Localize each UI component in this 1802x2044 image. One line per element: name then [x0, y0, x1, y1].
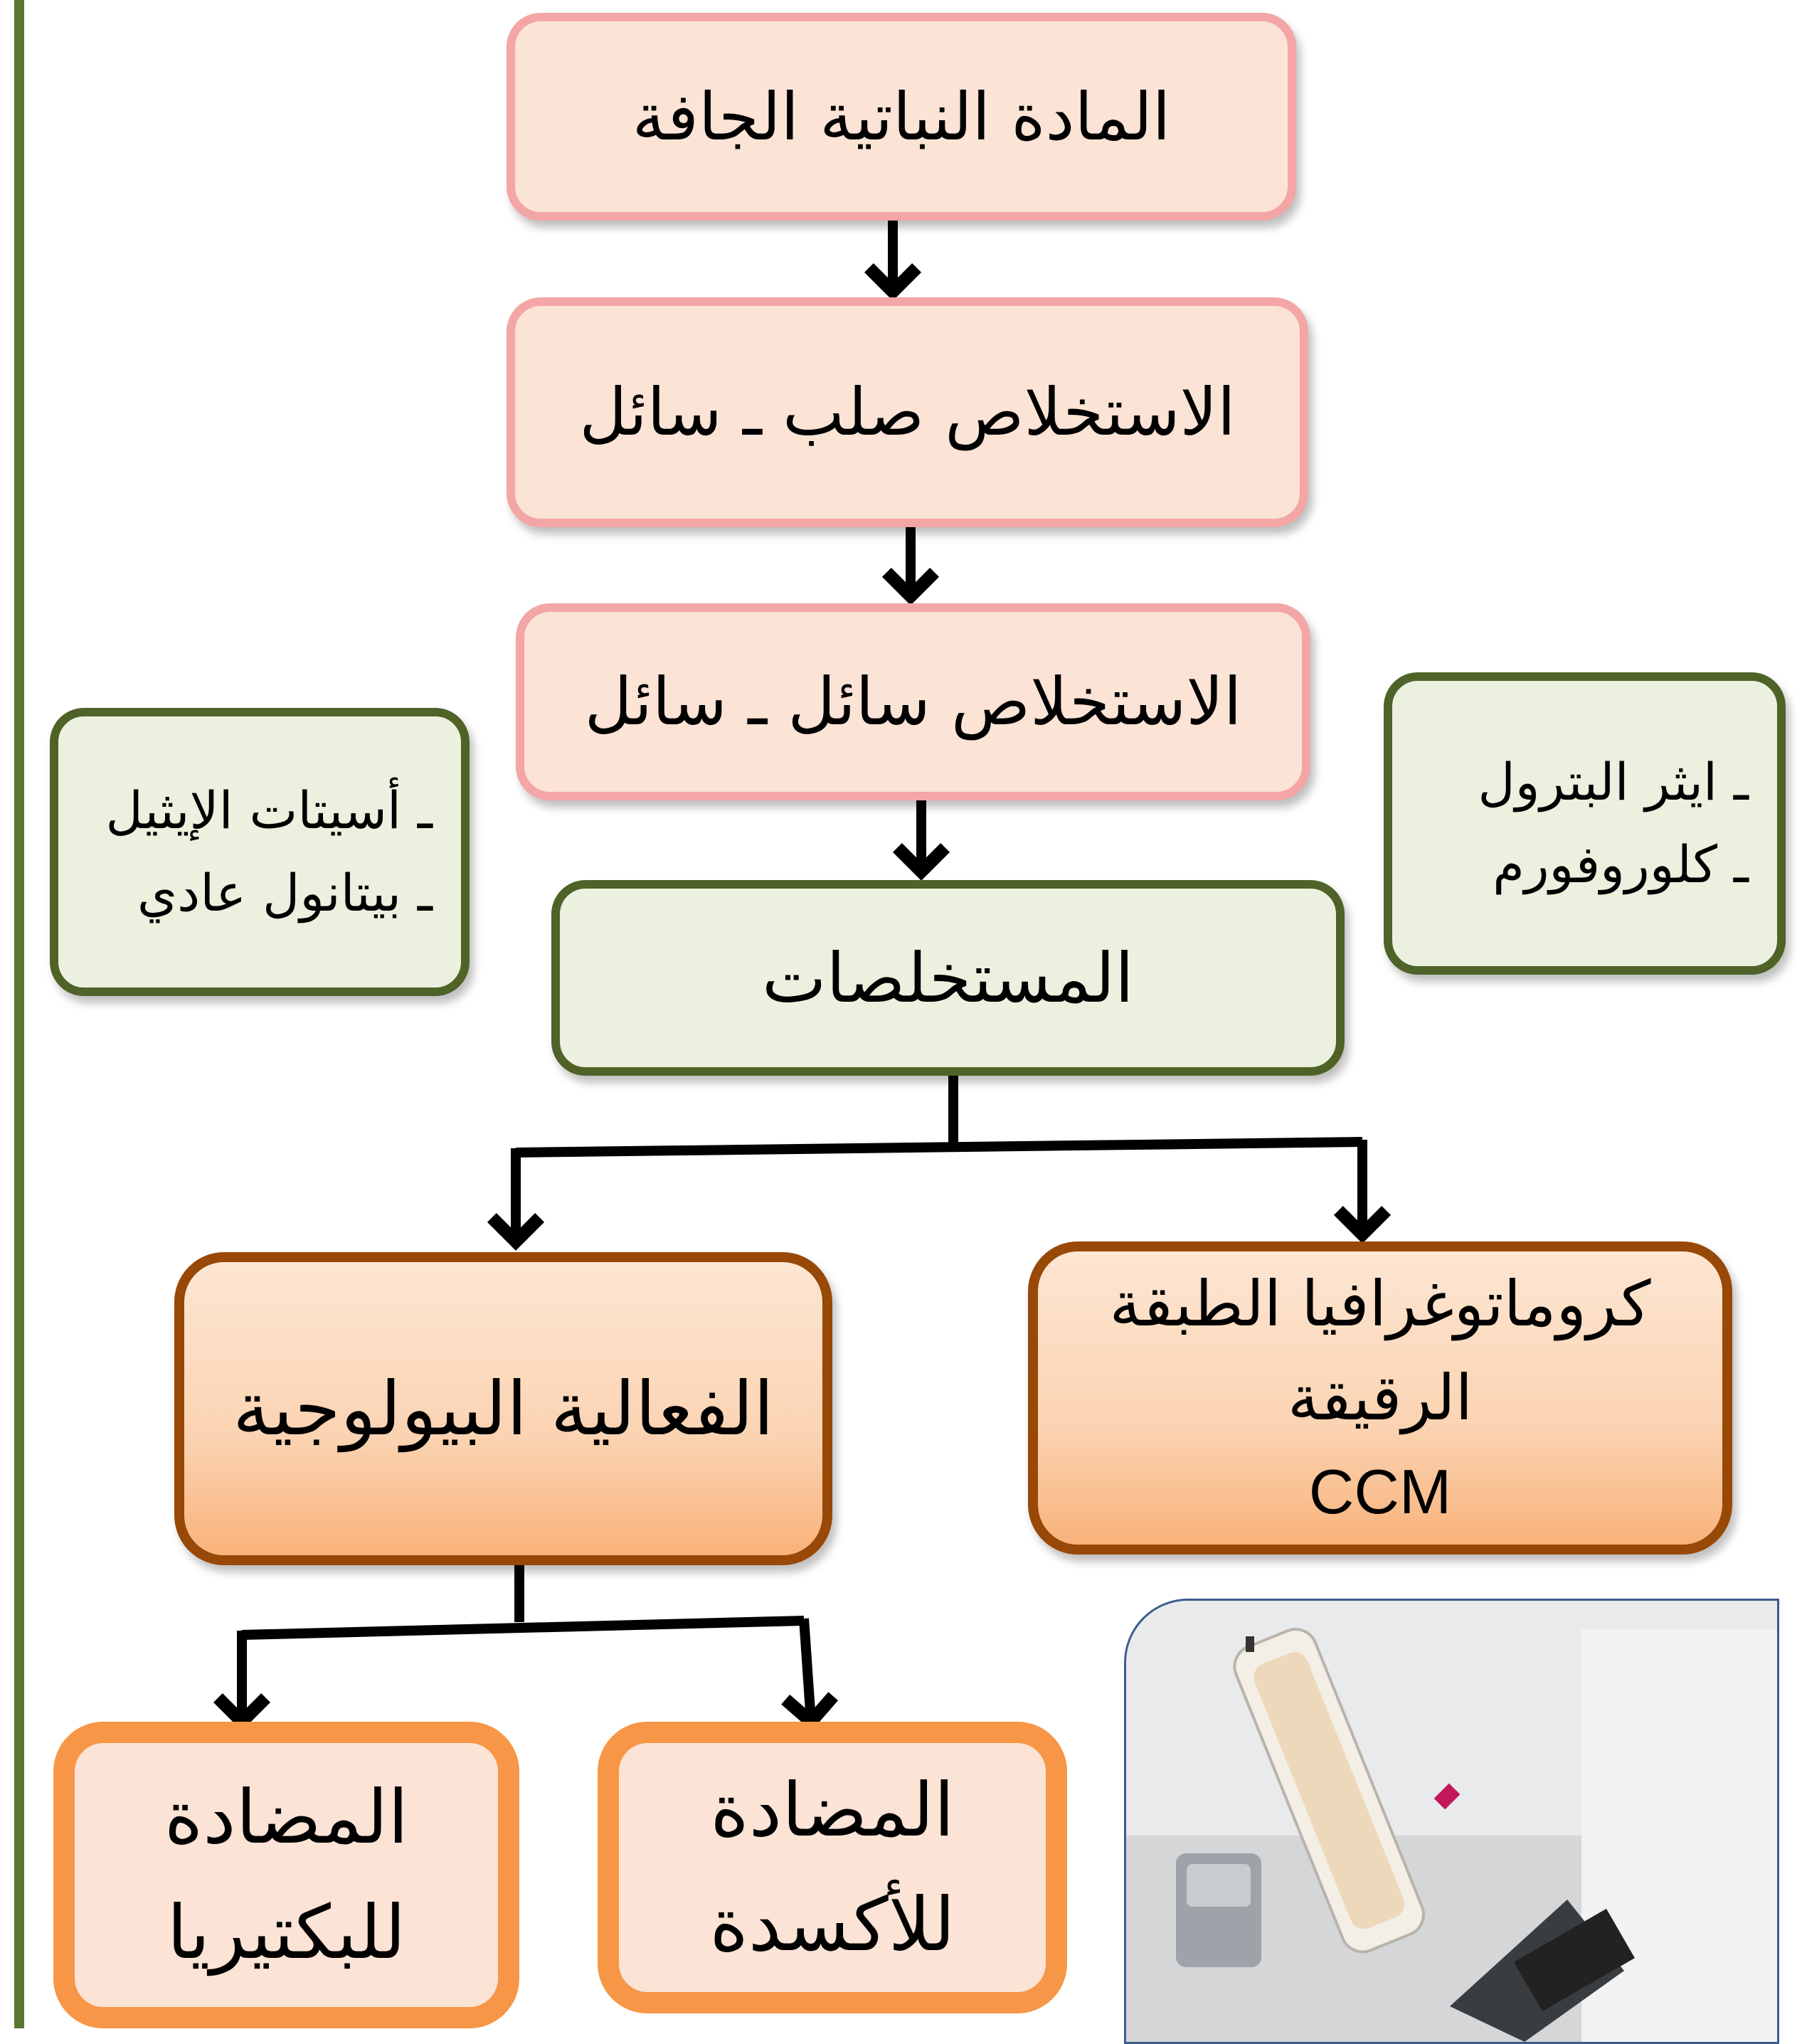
solvent-n-butanol: ـ بيتانول عادي: [137, 862, 433, 923]
solid-liquid-extraction-box: الاستخلاص صلب ـ سائل: [507, 297, 1308, 527]
solvent-ethyl-acetate: ـ أسيتات الإيثيل: [105, 780, 433, 841]
rotary-evaporator-illustration: [1126, 1601, 1777, 2042]
biological-activity-box: الفعالية البيولوجية: [174, 1252, 832, 1565]
tlc-line3: CCM: [1308, 1456, 1452, 1527]
rotary-evaporator-photo: [1124, 1599, 1779, 2044]
antibacterial-box: المضادة للبكتيريا: [53, 1722, 519, 2028]
tlc-box: كروماتوغرافيا الطبقة الرقيقة CCM: [1028, 1241, 1732, 1555]
solvents-right-box: ـ ايثر البترول ـ كلوروفورم: [1384, 672, 1786, 975]
antioxidant-line2: للأكسدة: [709, 1881, 955, 1968]
liquid-liquid-extraction-label: الاستخلاص سائل ـ سائل: [584, 664, 1242, 740]
solvent-chloroform: ـ كلوروفورم: [1493, 834, 1749, 894]
tlc-line1: كروماتوغرافيا الطبقة: [1109, 1267, 1651, 1340]
left-border-rule: [14, 0, 24, 2028]
arrow-to-antioxidant: [781, 1618, 839, 1731]
dry-plant-material-box: المادة النباتية الجافة: [507, 13, 1296, 221]
solvent-petroleum-ether: ـ ايثر البترول: [1478, 752, 1749, 812]
liquid-liquid-extraction-box: الاستخلاص سائل ـ سائل: [516, 603, 1310, 800]
connector-extracts-split: [515, 1076, 1363, 1158]
solid-liquid-extraction-label: الاستخلاص صلب ـ سائل: [579, 374, 1236, 450]
tlc-line2: الرقيقة: [1287, 1361, 1473, 1434]
extracts-box: المستخلصات: [551, 880, 1345, 1076]
extracts-label: المستخلصات: [762, 938, 1134, 1018]
antioxidant-line1: المضادة: [710, 1766, 955, 1853]
biological-activity-label: الفعالية البيولوجية: [233, 1365, 774, 1452]
solvents-left-box: ـ أسيتات الإيثيل ـ بيتانول عادي: [50, 708, 470, 996]
antioxidant-box: المضادة للأكسدة: [598, 1722, 1067, 2013]
antibacterial-line2: للبكتيريا: [166, 1888, 406, 1976]
dry-plant-material-label: المادة النباتية الجافة: [632, 78, 1171, 155]
connector-biological-split: [241, 1555, 805, 1640]
antibacterial-line1: المضادة: [164, 1774, 409, 1861]
